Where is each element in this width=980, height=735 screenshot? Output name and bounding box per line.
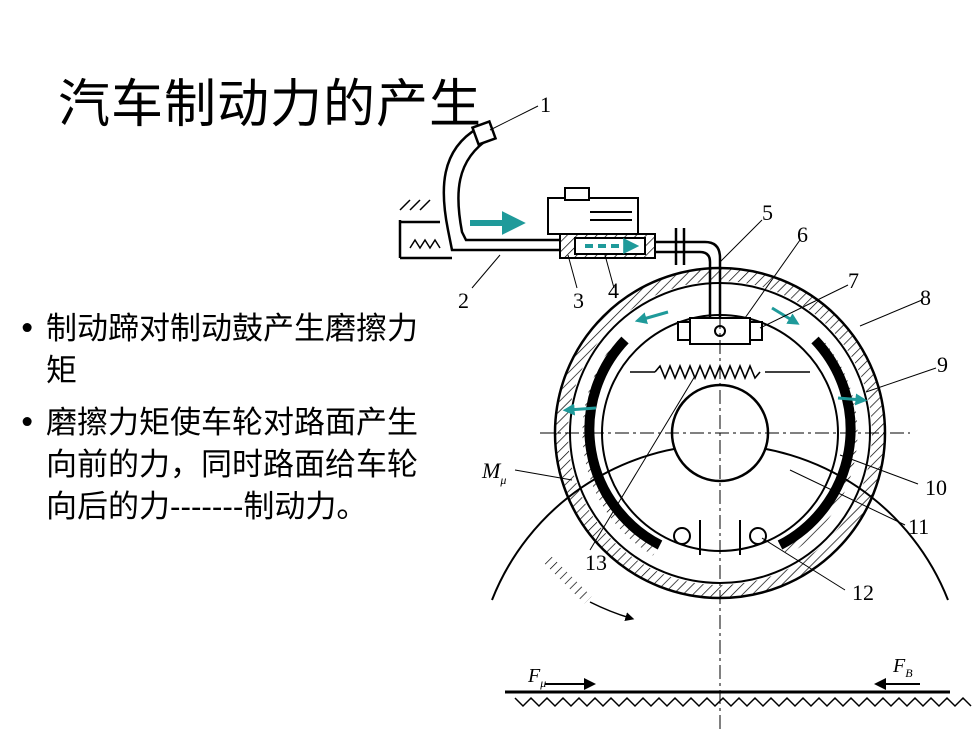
bullet-item: • 磨擦力矩使车轮对路面产生向前的力，同时路面给车轮向后的力-------制动力… <box>18 402 448 528</box>
road-force-right-letter: F <box>892 655 906 677</box>
part-label: 13 <box>585 550 607 575</box>
road-surface <box>505 678 972 708</box>
slide-title: 汽车制动力的产生 <box>58 75 483 135</box>
part-label: 3 <box>573 288 584 313</box>
road-force-right-label: FB <box>892 655 913 680</box>
bullet-text: 磨擦力矩使车轮对路面产生向前的力，同时路面给车轮向后的力-------制动力。 <box>46 405 418 525</box>
bullet-text: 制动蹄对制动鼓产生磨擦力矩 <box>46 311 418 389</box>
road-force-left-letter: F <box>527 665 541 687</box>
centerlines <box>540 265 910 730</box>
bullet-marker: • <box>18 311 37 347</box>
bullet-item: • 制动蹄对制动鼓产生磨擦力矩 <box>18 308 448 392</box>
part-label: 10 <box>925 475 947 500</box>
moment-subscript: μ <box>499 473 506 487</box>
brake-line <box>655 228 722 320</box>
friction-arrow-left <box>562 403 597 416</box>
part-label: 7 <box>848 268 859 293</box>
part-label: 5 <box>762 200 773 225</box>
drum-brake-diagram: 1 2 3 4 5 6 7 8 9 10 11 12 13 Mμ Fμ FB <box>398 92 972 730</box>
part-label: 8 <box>920 285 931 310</box>
road-force-right-subscript: B <box>905 666 913 680</box>
part-label: 12 <box>852 580 874 605</box>
bullet-list: • 制动蹄对制动鼓产生磨擦力矩 • 磨擦力矩使车轮对路面产生向前的力，同时路面给… <box>18 308 448 538</box>
force-arrows <box>470 211 868 416</box>
moment-label: Mμ <box>481 458 506 487</box>
rotation-arrow <box>544 556 635 622</box>
part-label: 11 <box>908 514 929 539</box>
part-label: 9 <box>937 352 948 377</box>
part-label: 4 <box>608 278 619 303</box>
moment-letter: M <box>481 458 502 483</box>
leader-lines <box>471 105 937 591</box>
shoe-force-arrow-left <box>634 310 669 324</box>
part-label: 2 <box>458 288 469 313</box>
part-label: 6 <box>797 222 808 247</box>
bullet-marker: • <box>18 405 37 441</box>
road-force-left-subscript: μ <box>539 676 546 690</box>
part-labels: 1 2 3 4 5 6 7 8 9 10 11 12 13 <box>458 92 948 605</box>
road-force-left-label: Fμ <box>527 665 546 690</box>
force-labels: Mμ Fμ FB <box>481 458 913 690</box>
friction-arrow-right <box>837 393 868 406</box>
brake-pedal <box>398 119 560 260</box>
anchor-pins <box>673 520 767 555</box>
return-spring <box>630 363 810 381</box>
part-label: 1 <box>540 92 551 117</box>
shoe-force-arrow-right <box>771 306 800 325</box>
master-cylinder <box>547 187 656 259</box>
